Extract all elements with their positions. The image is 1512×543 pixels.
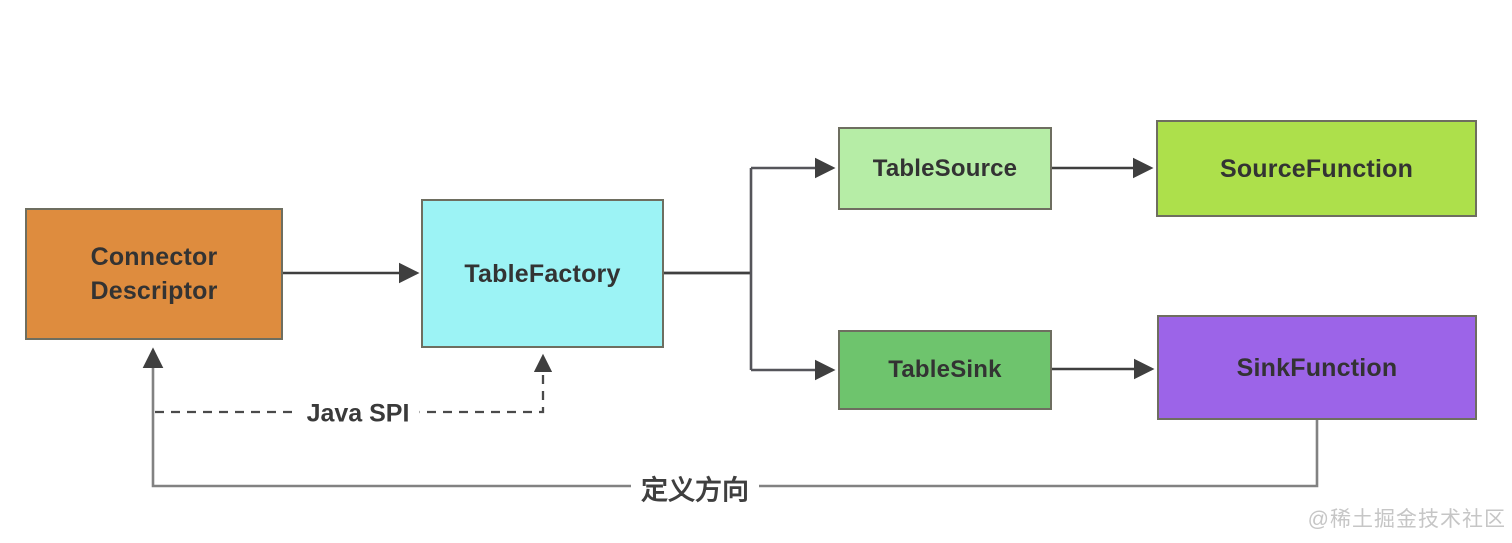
node-connector-descriptor-line1: Connector (90, 243, 218, 271)
node-sink-function: SinkFunction (1157, 315, 1477, 420)
edge-label-definition-direction: 定义方向 (631, 466, 759, 510)
node-table-sink: TableSink (838, 330, 1052, 410)
node-table-sink-label: TableSink (888, 356, 1002, 383)
node-source-function: SourceFunction (1156, 120, 1477, 217)
node-table-factory-label: TableFactory (464, 259, 621, 288)
node-sink-function-label: SinkFunction (1236, 353, 1398, 382)
edge-label-java-spi: Java SPI (296, 397, 420, 431)
node-connector-descriptor-label: Connector Descriptor (90, 240, 217, 308)
node-table-source: TableSource (838, 127, 1052, 210)
edge-java-spi-dashed (155, 353, 553, 414)
node-connector-descriptor-line2: Descriptor (90, 277, 218, 305)
watermark: @稀土掘金技术社区 (1307, 508, 1506, 531)
node-connector-descriptor: Connector Descriptor (25, 208, 283, 340)
node-table-source-label: TableSource (872, 154, 1018, 182)
node-source-function-label: SourceFunction (1219, 154, 1414, 183)
node-table-factory: TableFactory (421, 199, 664, 348)
